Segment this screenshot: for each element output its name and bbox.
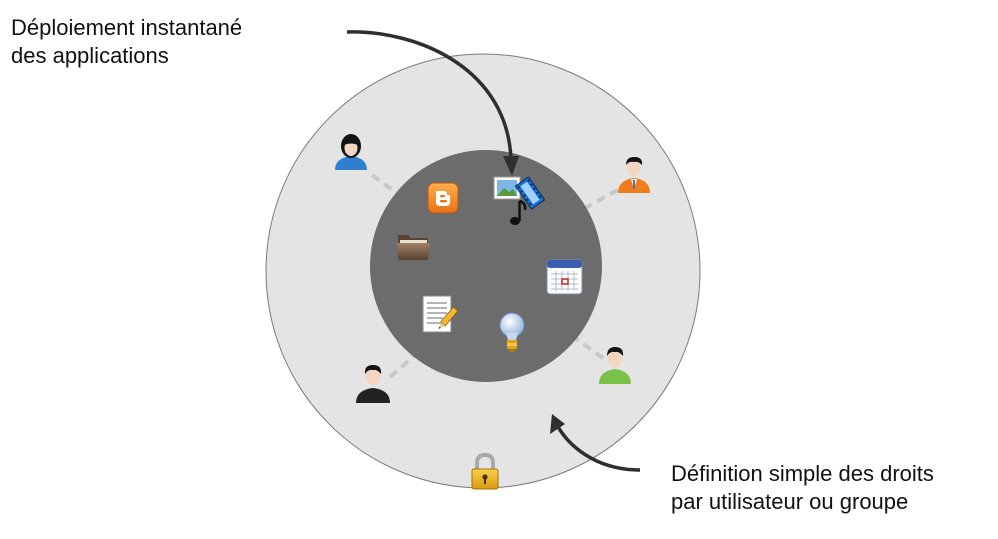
- blogger-icon[interactable]: [427, 182, 459, 214]
- media-icon[interactable]: [493, 176, 546, 225]
- folder-icon[interactable]: [397, 235, 430, 260]
- user-male-black-icon[interactable]: [356, 365, 390, 403]
- annotation-app-deployment: Déploiement instantané des applications: [11, 14, 242, 70]
- lightbulb-icon[interactable]: [499, 312, 525, 352]
- link-user-orange: [584, 188, 619, 210]
- calendar-icon[interactable]: [546, 259, 583, 295]
- lock-icon[interactable]: [471, 452, 499, 490]
- link-user-black: [388, 353, 417, 379]
- document-edit-icon[interactable]: [422, 295, 459, 333]
- user-male-orange-icon[interactable]: [618, 157, 650, 193]
- user-female-blue-icon[interactable]: [335, 134, 367, 170]
- arrow-deployment: [346, 30, 519, 176]
- annotation-user-rights-line1: Définition simple des droits: [671, 461, 934, 486]
- annotation-app-deployment-line2: des applications: [11, 43, 169, 68]
- arrow-rights: [550, 414, 641, 472]
- user-male-green-icon[interactable]: [599, 347, 631, 384]
- link-user-green: [573, 336, 605, 360]
- annotation-app-deployment-line1: Déploiement instantané: [11, 15, 243, 40]
- annotation-user-rights: Définition simple des droits par utilisa…: [671, 460, 934, 516]
- annotation-user-rights-line2: par utilisateur ou groupe: [671, 489, 909, 514]
